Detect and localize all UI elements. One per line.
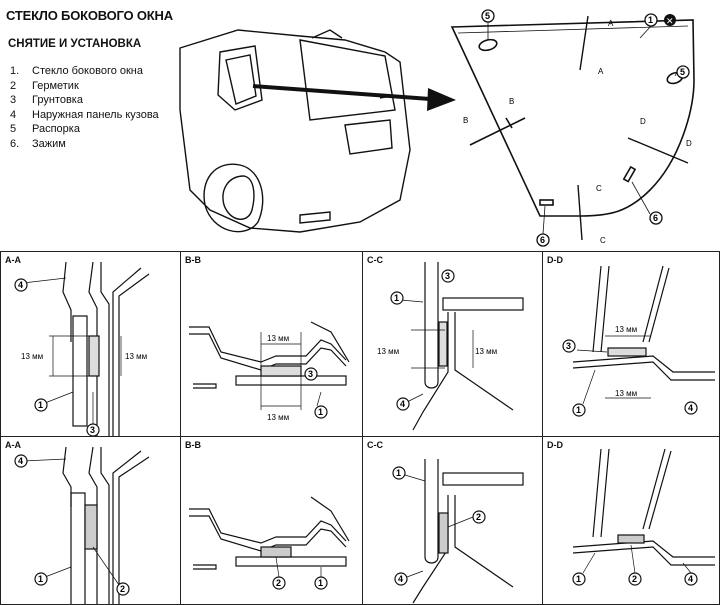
callout-3: 3 [566,341,571,351]
section-label: D-D [547,440,563,450]
section-panel-b-b-top: B-B 3 1 13 мм 13 мм [180,251,363,437]
callout-1: 1 [318,407,323,417]
section-label: A-A [5,255,21,265]
section-letter: D [640,117,646,126]
callout-4: 4 [398,574,403,584]
section-label: B-B [185,440,201,450]
callout-2: 2 [476,512,481,522]
car-rear-illustration [179,29,411,233]
svg-text:✕: ✕ [666,17,674,27]
section-panel-a-a-top: A-A 4 1 3 13 мм 13 мм [0,251,181,437]
dimension-label: 13 мм [21,352,43,361]
callout-1: 1 [576,405,581,415]
dimension-label: 13 мм [125,352,147,361]
dimension-label: 13 мм [267,334,289,343]
legend-item: 6.Зажим [10,137,66,150]
dimension-label: 13 мм [475,347,497,356]
section-letter: C [596,184,602,193]
section-letter: C [600,236,606,245]
callout-1: 1 [394,293,399,303]
callout-1: 1 [396,468,401,478]
section-panel-c-c-bottom: C-C 1 2 4 [362,436,543,605]
callout-3: 3 [308,369,313,379]
section-panel-d-d-top: D-D 3 1 4 13 мм 13 мм [542,251,720,437]
section-label: A-A [5,440,21,450]
callout-1: 1 [318,578,323,588]
callout-1: 1 [576,574,581,584]
callout-1: 1 [38,400,43,410]
callout-2: 2 [120,584,125,594]
callout-4: 4 [18,456,23,466]
section-panel-a-a-bottom: A-A 4 1 2 [0,436,181,605]
overview-illustration: 5 1 5 6 6 ✕ A A B B D D C C [179,9,695,247]
section-label: C-C [367,440,383,450]
diagram-subtitle: СНЯТИЕ И УСТАНОВКА [8,38,142,50]
callout-3: 3 [90,425,95,435]
callout-1: 1 [38,574,43,584]
section-panel-b-b-bottom: B-B 2 1 [180,436,363,605]
diagram-title: СТЕКЛО БОКОВОГО ОКНА [6,8,173,23]
legend-item: 1.Стекло бокового окна [10,65,144,77]
callout-3: 3 [445,271,450,281]
glass-callout-6: 6 [653,213,658,223]
x-icon: ✕ [664,14,676,27]
glass-callouts [481,9,690,247]
glass-callout-5: 5 [485,11,490,21]
section-label: B-B [185,255,201,265]
section-label: C-C [367,255,383,265]
callout-4: 4 [400,399,405,409]
section-letter: D [686,139,692,148]
side-window-glass [450,15,695,241]
dimension-label: 13 мм [267,413,289,422]
glass-callout-1: 1 [648,15,653,25]
glass-callout-5: 5 [680,67,685,77]
section-letter: A [608,19,614,28]
callout-4: 4 [688,574,693,584]
pointer-arrow [252,84,456,111]
section-letter: B [463,116,468,125]
glass-callout-6: 6 [540,235,545,245]
section-label: D-D [547,255,563,265]
section-panel-c-c-top: C-C 1 3 4 13 мм 13 мм [362,251,543,437]
callout-2: 2 [276,578,281,588]
section-letter: A [598,67,604,76]
section-letter: B [509,97,514,106]
dimension-label: 13 мм [377,347,399,356]
dimension-label: 13 мм [615,389,637,398]
dimension-label: 13 мм [615,325,637,334]
callout-4: 4 [688,403,693,413]
callout-2: 2 [632,574,637,584]
section-panel-d-d-bottom: D-D 1 2 4 [542,436,720,605]
callout-4: 4 [18,280,23,290]
